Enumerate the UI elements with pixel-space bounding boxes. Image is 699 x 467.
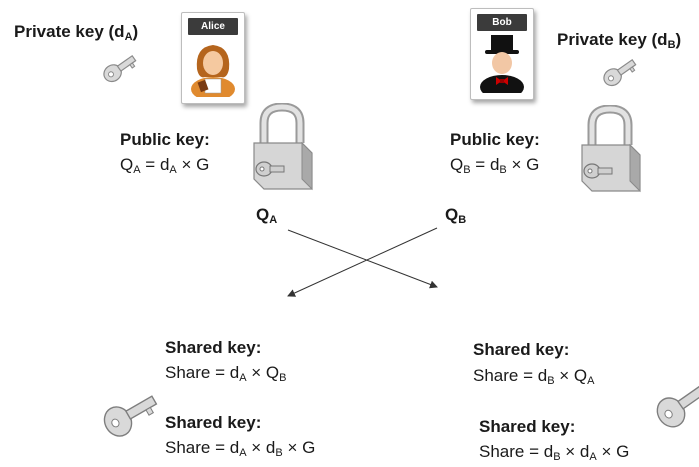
- alice-public-key-title: Public key:: [120, 130, 210, 149]
- alice-shared-key-icon: [103, 395, 158, 437]
- alice-shared-key-formula-1: Share = dA × QB: [165, 363, 287, 384]
- bob-padlock-icon: [581, 105, 641, 193]
- bob-avatar-icon: [480, 35, 524, 93]
- bob-shared-key-formula-2: Share = dB × dA × G: [479, 442, 630, 463]
- bob-shared-key-icon: [656, 385, 699, 428]
- qb-label: QB: [445, 205, 467, 226]
- alice-private-key-icon: [103, 54, 137, 83]
- bob-card: Bob: [470, 8, 534, 100]
- alice-padlock-icon: [253, 103, 313, 191]
- alice-public-key-formula: QA = dA × G: [120, 155, 210, 176]
- alice-private-key-label: Private key (dA): [14, 22, 139, 43]
- alice-card: Alice: [181, 12, 245, 104]
- arrow-qa-to-bob: [287, 229, 438, 289]
- bob-private-key-icon: [603, 58, 637, 87]
- alice-avatar-icon: [191, 45, 235, 97]
- alice-name-tag: Alice: [188, 18, 238, 35]
- bob-public-key-title: Public key:: [450, 130, 540, 149]
- alice-shared-key-title-1: Shared key:: [165, 338, 262, 357]
- bob-public-key-formula: QB = dB × G: [450, 155, 540, 176]
- arrow-qb-to-alice: [287, 227, 438, 297]
- qa-label: QA: [256, 205, 278, 226]
- alice-shared-key-title-2: Shared key:: [165, 413, 262, 432]
- bob-name-tag: Bob: [477, 14, 527, 31]
- bob-shared-key-title-2: Shared key:: [479, 417, 576, 436]
- bob-shared-key-title-1: Shared key:: [473, 340, 570, 359]
- alice-shared-key-formula-2: Share = dA × dB × G: [165, 438, 316, 459]
- bob-private-key-label: Private key (dB): [557, 30, 682, 51]
- bob-shared-key-formula-1: Share = dB × QA: [473, 366, 595, 387]
